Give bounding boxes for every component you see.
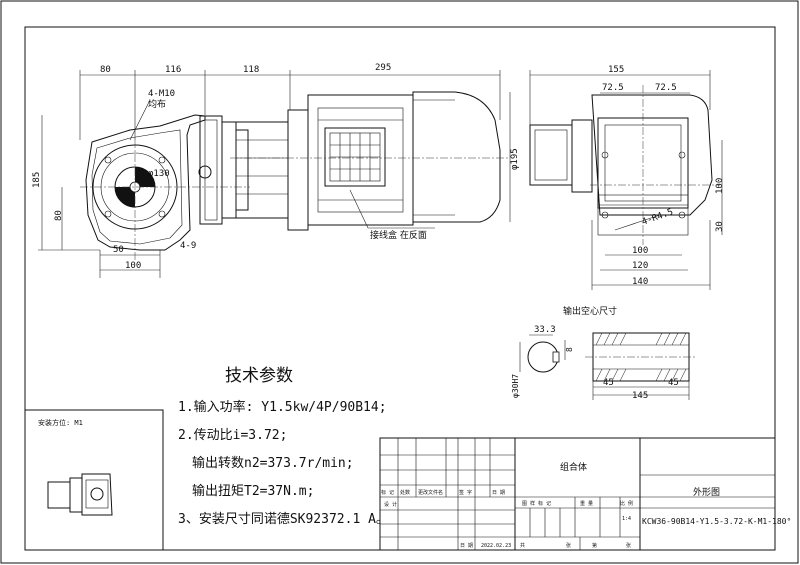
dim-phi195: φ195 (510, 148, 520, 170)
mount-position-label: 安装方位: M1 (38, 418, 83, 427)
hollow-shaft-label: 输出空心尺寸 (563, 305, 617, 317)
dim-phi30h7: φ30H7 (511, 374, 520, 398)
dim-80-top: 80 (100, 65, 111, 75)
motor-side-view (230, 91, 510, 231)
dim-725-right: 72.5 (655, 83, 677, 93)
front-view (80, 99, 250, 260)
tb-date-value: 2022.02.23 (481, 543, 511, 549)
right-view (529, 85, 720, 245)
dim-100-front: 100 (125, 261, 141, 271)
dim-50: 50 (113, 245, 124, 255)
tb-date-label: 日 期 (460, 543, 473, 549)
dim-80-left: 80 (54, 210, 64, 221)
dim-155: 155 (608, 65, 624, 75)
tech-line-4: 输出扭矩T2=37N.m; (192, 483, 314, 499)
tech-line-5: 3、安装尺寸同诺德SK92372.1 A。 (178, 512, 389, 527)
dim-45-left: 45 (603, 378, 614, 388)
tb-scale: 比 例 (620, 500, 633, 507)
dim-145: 145 (632, 391, 648, 401)
dim-33-3: 33.3 (534, 325, 556, 335)
tech-line-1: 1.输入功率: Y1.5kw/4P/90B14; (178, 399, 387, 415)
dim-4-9: 4-9 (180, 241, 196, 251)
dim-phi130: φ130 (148, 169, 170, 179)
dim-30: 30 (715, 221, 725, 232)
bolt-spec: 4-M10 (148, 89, 175, 99)
tb-total: 共 (520, 542, 525, 549)
dim-100-right: 100 (715, 178, 725, 194)
tb-scale-value: 1:4 (622, 516, 631, 522)
tb-mark: 标 记 (381, 489, 394, 496)
terminal-box-note: 接线盒 在反面 (370, 229, 427, 241)
tb-doc: 更改文件名 (418, 489, 443, 496)
dim-8: 8 (565, 347, 574, 352)
dim-120: 120 (632, 261, 648, 271)
tb-sign: 签 字 (459, 489, 472, 496)
tb-sheet-unit: 张 (626, 542, 631, 549)
dim-295: 295 (375, 63, 391, 73)
dim-116: 116 (165, 65, 181, 75)
tech-title: 技术参数 (225, 366, 293, 386)
tb-weight: 重 量 (580, 500, 593, 507)
dim-100-bottom: 100 (632, 246, 648, 256)
tb-pattern: 图 样 标 记 (522, 500, 551, 507)
dim-140: 140 (632, 277, 648, 287)
tb-count: 处数 (400, 489, 410, 496)
bolt-note: 均布 (148, 98, 166, 110)
tb-sheets: 张 (566, 542, 571, 549)
tb-drawing: 外形图 (693, 486, 720, 498)
tech-line-2: 2.传动比i=3.72; (178, 428, 287, 443)
dimension-labels: 80 116 118 295 155 72.5 72.5 185 80 φ195… (32, 63, 725, 401)
title-block (379, 437, 776, 551)
tb-assembly: 组合体 (560, 461, 587, 473)
mount-position-box: 安装方位: M1 (24, 409, 164, 551)
tb-model: KCW36-90B14-Y1.5-3.72-K-M1-180° (642, 517, 791, 526)
dim-118: 118 (243, 65, 259, 75)
title-block-text: 标 记 处数 更改文件名 签 字 日 期 设 计 日 期 2022.02.23 … (381, 461, 791, 549)
dim-725-left: 72.5 (602, 83, 624, 93)
tb-sheet-no: 第 (592, 542, 597, 549)
tech-line-3: 输出转数n2=373.7r/min; (192, 455, 354, 471)
tech-parameters: 技术参数 1.输入功率: Y1.5kw/4P/90B14; 2.传动比i=3.7… (178, 366, 389, 527)
tb-date-head: 日 期 (492, 490, 505, 496)
dim-185: 185 (32, 172, 42, 188)
dimension-lines (38, 70, 723, 400)
inner-border (24, 26, 776, 551)
tb-design: 设 计 (384, 501, 397, 508)
dim-45-right: 45 (668, 378, 679, 388)
hollow-shaft-section (527, 332, 697, 382)
dim-4-r45: 4-R4.5 (641, 207, 675, 228)
